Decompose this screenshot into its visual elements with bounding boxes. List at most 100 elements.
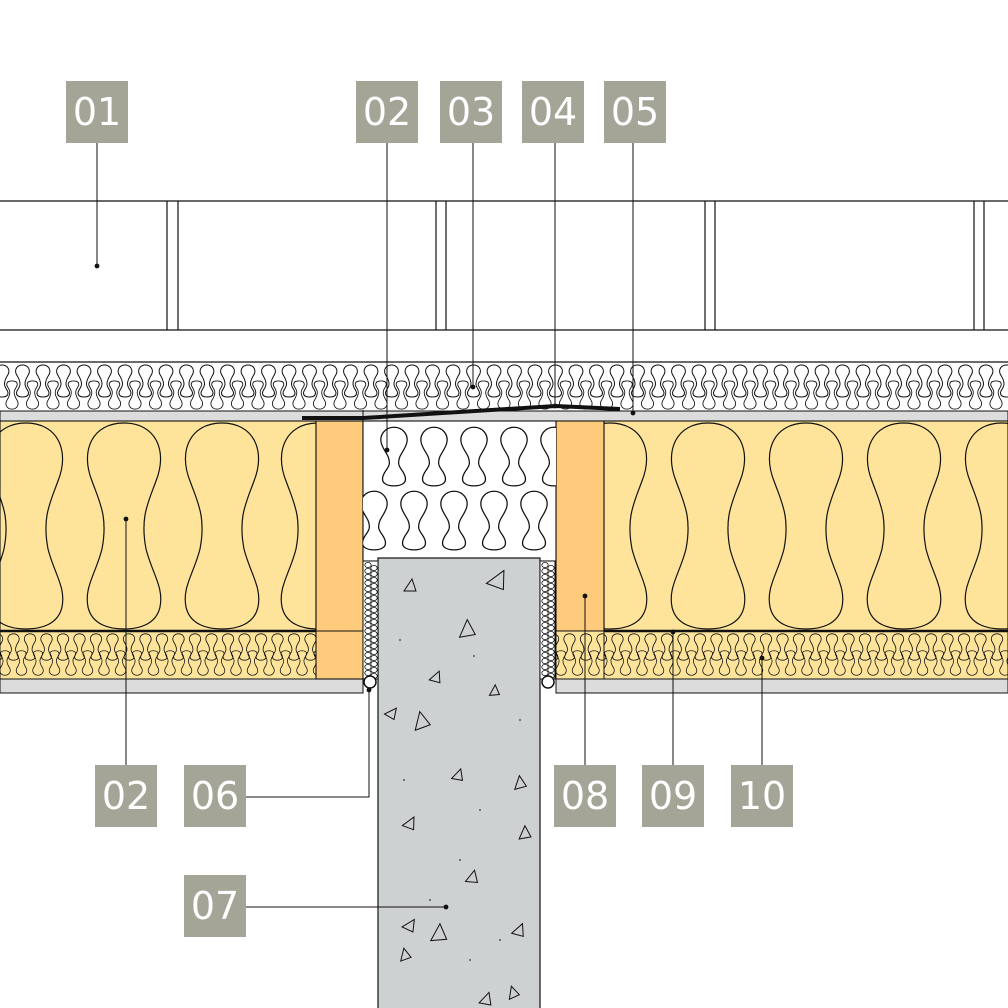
callout-06: 06 <box>184 765 246 827</box>
rigid-insulation-left <box>0 420 317 632</box>
aggregate-stone <box>400 947 412 962</box>
strip-loop <box>671 364 686 398</box>
callout-09: 09 <box>642 765 704 827</box>
strip-loop <box>958 364 973 398</box>
seal-loop <box>541 604 549 611</box>
strip-loop <box>486 364 502 398</box>
seal-loop <box>370 661 378 668</box>
seal-loop <box>370 637 378 644</box>
seal-loop <box>370 565 378 572</box>
callout-07: 07 <box>184 875 246 937</box>
strip-loop <box>712 364 727 398</box>
strip-loop <box>917 364 932 398</box>
seal-loop <box>370 577 378 584</box>
seal-loop <box>364 640 372 647</box>
seal-loop <box>370 583 378 590</box>
seal-loop <box>547 649 555 656</box>
compressible-seal-right <box>539 560 556 689</box>
seal-loop <box>547 625 555 632</box>
timber-batten-right <box>555 420 605 680</box>
seal-loop <box>364 622 372 629</box>
aggregate-dot <box>399 639 401 641</box>
strip-loop <box>609 364 625 398</box>
seal-loop <box>541 580 549 587</box>
seal-loop <box>541 628 549 635</box>
leader-dots <box>94 263 765 910</box>
seal-loop <box>370 601 378 608</box>
membrane-layer <box>0 410 1008 422</box>
strip-loop <box>179 364 194 398</box>
compressible-seal-left <box>362 560 379 689</box>
seal-loop <box>547 631 555 638</box>
seal-loop <box>370 625 378 632</box>
strip-loop <box>589 364 604 398</box>
seal-loop <box>370 595 378 602</box>
seal-loop <box>370 589 378 596</box>
bottom-membrane-right <box>555 678 1008 694</box>
seal-loop <box>541 634 549 641</box>
leader-lines <box>96 143 763 908</box>
seal-loop <box>547 583 555 590</box>
bottom-insulation-right <box>603 630 1008 680</box>
strip-loop <box>999 364 1008 398</box>
strip-loop <box>199 364 215 398</box>
seal-loop <box>370 607 378 614</box>
seal-loop <box>370 613 378 620</box>
callout-05: 05 <box>604 81 666 143</box>
seal-loop <box>370 643 378 650</box>
seal-loop <box>547 589 555 596</box>
seal-loop <box>547 565 555 572</box>
aggregate-dot <box>469 959 471 961</box>
strip-loop <box>240 364 256 398</box>
seal-loop <box>364 568 372 575</box>
aggregate-stone <box>485 569 505 591</box>
aggregate-stone <box>508 985 521 1001</box>
external-cladding-boards <box>0 200 1008 331</box>
strip-loop <box>15 364 30 398</box>
seal-loop <box>364 580 372 587</box>
strip-loop <box>691 364 707 398</box>
strip-loop <box>138 364 153 398</box>
concrete-wall <box>377 557 541 1008</box>
aggregate-stone <box>401 816 415 831</box>
aggregate-stone <box>510 922 524 938</box>
aggregate-stone <box>428 670 441 684</box>
seal-loop <box>364 664 372 671</box>
seal-loop <box>541 592 549 599</box>
seal-loop <box>364 562 372 569</box>
seal-loop <box>364 598 372 605</box>
aggregate-stone <box>513 774 528 791</box>
strip-loop <box>527 364 543 398</box>
seal-loop <box>541 616 549 623</box>
aggregate-stone <box>478 991 492 1006</box>
seal-loop <box>364 646 372 653</box>
callout-04: 04 <box>522 81 584 143</box>
aggregate-stone <box>383 707 398 721</box>
seal-loop <box>364 604 372 611</box>
strip-loop <box>281 364 297 398</box>
strip-loop <box>855 364 871 398</box>
seal-loop <box>547 595 555 602</box>
seal-loop <box>364 610 372 617</box>
strip-loop <box>896 364 912 398</box>
seal-loop <box>364 628 372 635</box>
strip-loop <box>343 364 358 398</box>
callout-02-top: 02 <box>356 81 418 143</box>
seal-loop <box>541 640 549 647</box>
seal-loop <box>370 571 378 578</box>
aggregate-dot <box>403 779 405 781</box>
strip-loop <box>363 364 379 398</box>
callout-02-bottom: 02 <box>95 765 157 827</box>
seal-loop <box>547 571 555 578</box>
strip-loop <box>35 364 51 398</box>
seal-loop <box>541 610 549 617</box>
callout-01: 01 <box>66 81 128 143</box>
seal-loop <box>541 598 549 605</box>
seal-loop <box>370 655 378 662</box>
strip-loop <box>76 364 92 398</box>
strip-loop <box>117 364 133 398</box>
seal-loop <box>547 577 555 584</box>
strip-loop <box>220 364 235 398</box>
timber-batten-left <box>315 420 364 680</box>
strip-loop <box>302 364 317 398</box>
